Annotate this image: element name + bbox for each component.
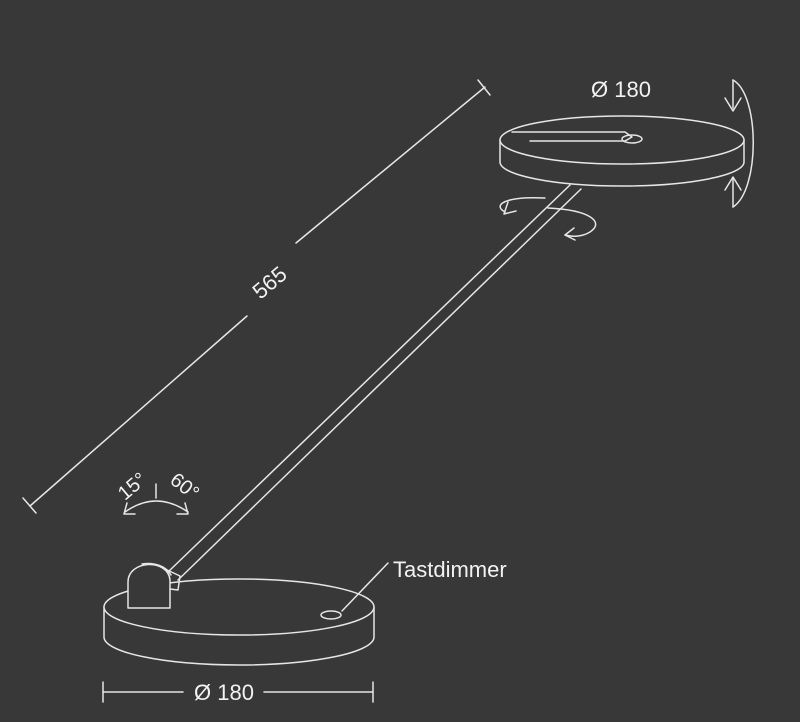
angle-arrowhead-right bbox=[176, 502, 189, 515]
angle-back-label: 15° bbox=[114, 469, 151, 505]
arm-edge-bottom bbox=[177, 188, 582, 581]
length-label: 565 bbox=[248, 261, 292, 304]
lamp-base bbox=[103, 578, 375, 666]
lamp-head bbox=[499, 115, 745, 187]
length-line-lower bbox=[29, 315, 248, 507]
rotation-arrow-lower bbox=[547, 207, 597, 237]
arm-rotation-arrows bbox=[499, 196, 597, 241]
base-top-face bbox=[103, 578, 375, 636]
base-diameter-label: Ø 180 bbox=[194, 680, 254, 705]
dimmer-callout: Tastdimmer bbox=[341, 557, 507, 612]
length-dimension: 565 bbox=[22, 79, 491, 514]
head-diameter-label: Ø 180 bbox=[591, 77, 651, 102]
dimmer-leader-line bbox=[341, 562, 389, 612]
hinge-joint bbox=[164, 568, 181, 591]
angle-arrowhead-left bbox=[123, 502, 136, 515]
lamp-arm bbox=[167, 184, 582, 581]
hinge-block bbox=[127, 563, 171, 609]
length-line-upper bbox=[295, 86, 486, 244]
tilt-arc bbox=[732, 79, 754, 208]
hinge-angle-indicator: 15° 60° bbox=[114, 469, 203, 515]
arm-edge-top bbox=[167, 184, 571, 573]
angle-forward-label: 60° bbox=[166, 469, 203, 505]
rotation-arrow-upper-head bbox=[503, 201, 517, 215]
rotation-arrow-lower-head bbox=[564, 227, 576, 241]
angle-arc bbox=[124, 500, 189, 513]
tilt-arrowhead-top bbox=[724, 97, 742, 112]
length-tick-bottom bbox=[22, 497, 37, 514]
dimmer-label: Tastdimmer bbox=[393, 557, 507, 582]
head-tilt-arrow bbox=[724, 79, 754, 208]
dimmer-button bbox=[320, 610, 342, 620]
rotation-arrow-upper bbox=[499, 196, 546, 213]
arm-hinge bbox=[127, 562, 181, 609]
hinge-cap bbox=[141, 562, 172, 576]
head-slot bbox=[511, 131, 633, 142]
tilt-arrowhead-bottom bbox=[724, 176, 742, 191]
base-diameter-dimension: Ø 180 bbox=[102, 680, 374, 705]
head-pivot bbox=[621, 134, 643, 144]
